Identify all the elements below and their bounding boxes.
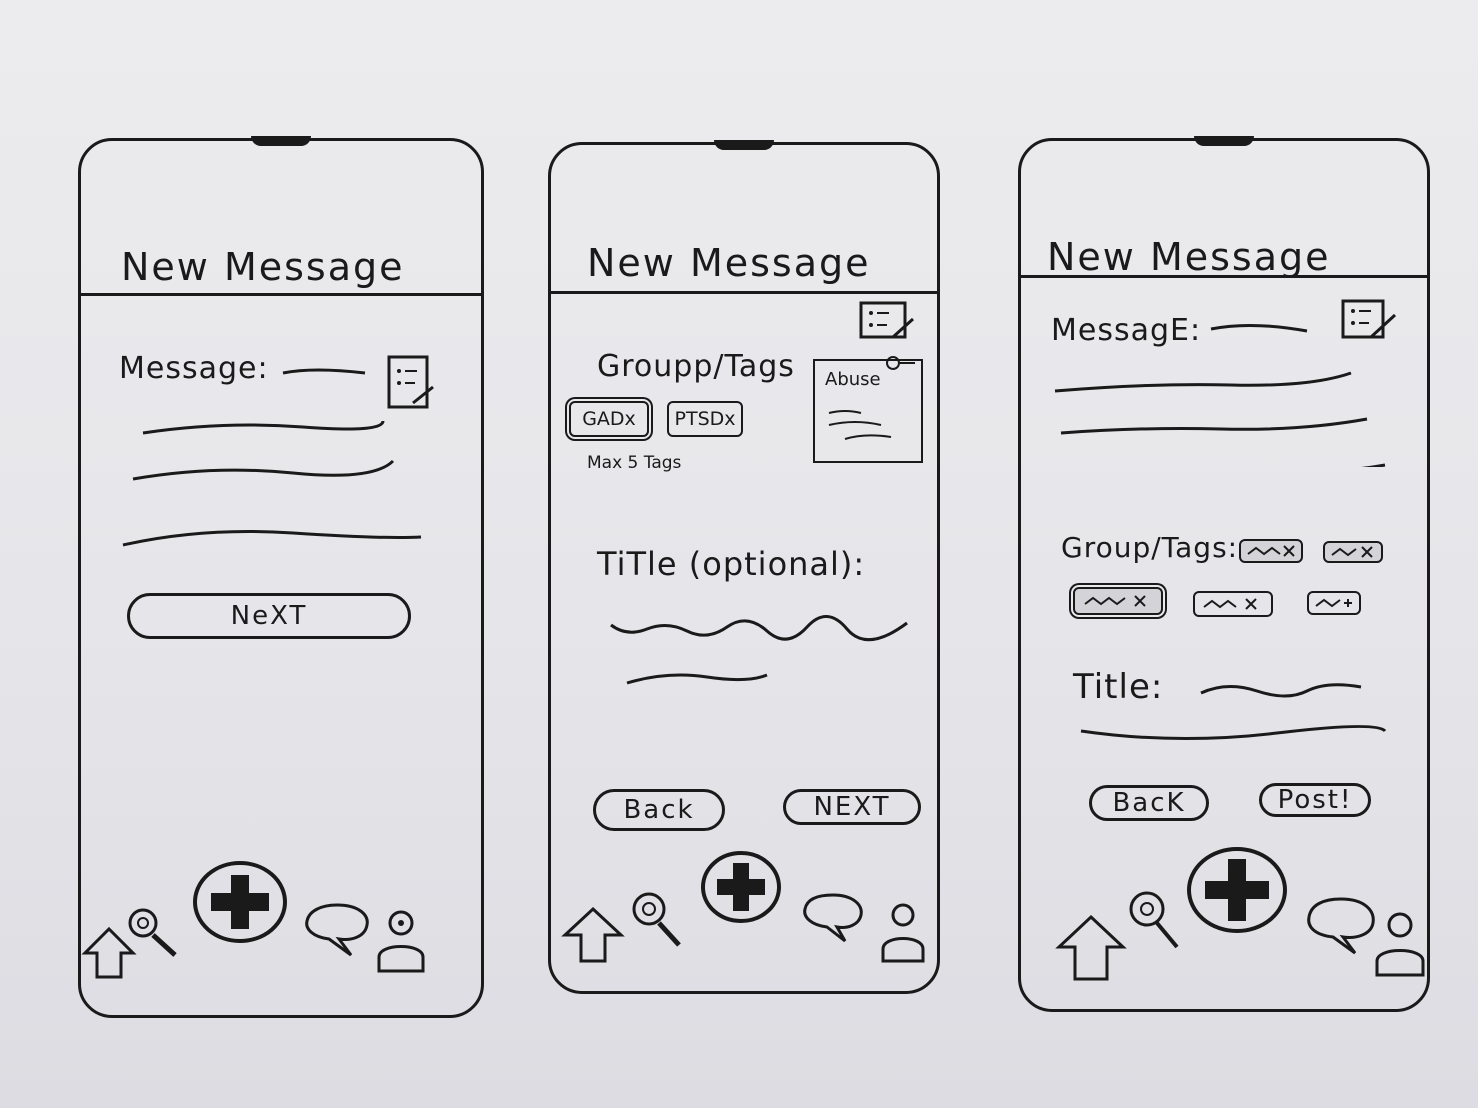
tag-chip[interactable] [1307, 591, 1361, 615]
header-divider [551, 291, 937, 294]
chat-icon[interactable] [799, 889, 867, 945]
chat-icon[interactable] [301, 899, 373, 959]
search-icon[interactable] [629, 889, 685, 951]
header-title: New Message [587, 241, 871, 285]
search-icon[interactable] [125, 905, 181, 961]
chat-icon[interactable] [1303, 893, 1379, 957]
tag-scribble [1203, 598, 1257, 610]
compose-note-icon[interactable] [385, 353, 437, 413]
tag-scribble [1331, 546, 1373, 558]
title-input[interactable] [607, 611, 927, 691]
tag-scribble [1084, 595, 1146, 607]
header-divider [81, 293, 481, 296]
post-button[interactable]: Post! [1259, 783, 1371, 817]
home-icon[interactable] [1055, 913, 1127, 983]
add-icon[interactable] [1185, 845, 1289, 935]
phone-notch [714, 140, 774, 150]
message-input[interactable] [103, 361, 463, 561]
tag-chip[interactable] [1323, 541, 1383, 563]
back-button[interactable]: BacK [1089, 785, 1209, 821]
pin-icon [886, 356, 915, 370]
compose-note-icon[interactable] [1339, 297, 1399, 343]
profile-icon[interactable] [877, 899, 929, 965]
tag-chip[interactable] [1239, 539, 1303, 563]
message-label: MessagE: [1051, 313, 1202, 348]
title-label: Title: [1073, 667, 1164, 707]
header-title: New Message [121, 245, 405, 289]
message-label: Message: [119, 351, 269, 386]
phone-notch [251, 136, 311, 146]
tag-chip[interactable]: PTSDx [667, 401, 743, 437]
tag-scribble [1315, 598, 1352, 608]
compose-note-icon[interactable] [857, 299, 917, 343]
next-button[interactable]: NEXT [783, 789, 921, 825]
tag-scribble [1247, 545, 1295, 557]
search-icon[interactable] [1125, 887, 1183, 953]
home-icon[interactable] [81, 925, 137, 981]
tag-chip[interactable]: GADx [569, 401, 649, 437]
title-label: TiTle (optional): [597, 545, 866, 583]
header-title: New Message [1047, 235, 1331, 279]
tag-chip[interactable] [1073, 587, 1163, 615]
tag-suggestion-popup[interactable]: Abuse [813, 359, 923, 463]
add-icon[interactable] [699, 849, 783, 925]
phone-notch [1194, 136, 1254, 146]
header-divider [1021, 275, 1427, 278]
title-input[interactable] [1077, 673, 1397, 743]
group-tags-label: Group/Tags: [1061, 531, 1239, 564]
tag-chip[interactable] [1193, 591, 1273, 617]
add-icon[interactable] [191, 859, 289, 945]
phone-screen-2: New Message Groupp/Tags GADx PTSDx Max 5… [548, 140, 940, 994]
popup-lines [828, 410, 892, 440]
phone-screen-1: New Message Message: NeXT [78, 136, 484, 1018]
phone-screen-3: New Message MessagE: Group/Tags: Title: … [1018, 136, 1430, 1012]
group-tags-label: Groupp/Tags [597, 349, 795, 384]
message-input[interactable] [1051, 317, 1411, 467]
back-button[interactable]: Back [593, 789, 725, 831]
popup-title: Abuse [825, 369, 881, 390]
profile-icon[interactable] [371, 903, 431, 975]
tags-hint: Max 5 Tags [587, 453, 682, 473]
profile-icon[interactable] [1371, 907, 1429, 979]
next-button[interactable]: NeXT [127, 593, 411, 639]
home-icon[interactable] [561, 905, 625, 965]
